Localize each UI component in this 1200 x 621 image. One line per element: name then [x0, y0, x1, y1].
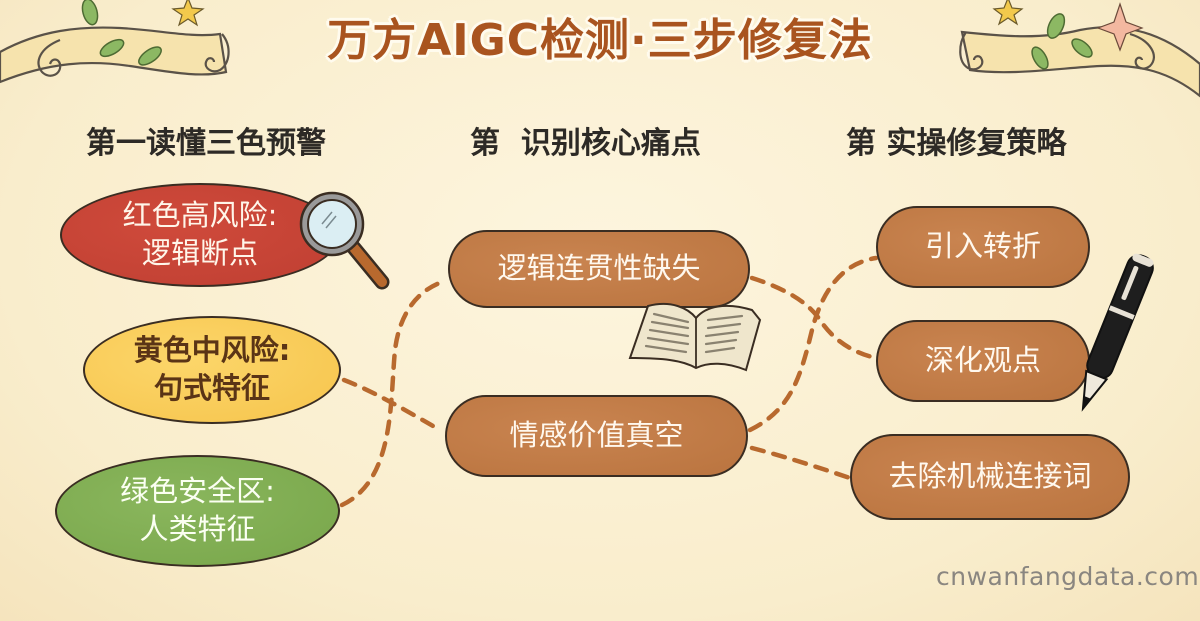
step-1-heading: 第一读懂三色预警 — [86, 126, 326, 161]
step-3-heading: 第 实操修复策略 — [846, 126, 1067, 161]
node-line-2: 逻辑断点 — [141, 236, 258, 270]
node-label: 情感价值真空 — [509, 418, 684, 453]
node-line-2: 句式特征 — [153, 371, 270, 405]
connector-green-to-logic — [339, 279, 445, 508]
watermark-text: cnwanfangdata.com — [936, 562, 1200, 591]
green-safe-zone-node: 绿色安全区: 人类特征 — [55, 455, 340, 567]
logic-coherence-missing-node: 逻辑连贯性缺失 — [448, 230, 750, 308]
fountain-pen-icon — [1081, 253, 1154, 412]
yellow-medium-risk-node: 黄色中风险: 句式特征 — [83, 316, 341, 424]
node-line-1: 绿色安全区: — [120, 474, 275, 509]
deepen-viewpoint-node: 深化观点 — [876, 320, 1090, 402]
connector-logic-to-deepen — [749, 275, 879, 361]
page-title: 万方AIGC检测·三步修复法 — [327, 15, 873, 66]
open-book-icon — [628, 302, 762, 372]
sparkle-star-icon — [1096, 2, 1144, 52]
emotional-value-vacuum-node: 情感价值真空 — [445, 395, 748, 477]
node-line-2: 人类特征 — [139, 512, 256, 546]
node-label: 深化观点 — [924, 343, 1041, 378]
introduce-turn-node: 引入转折 — [876, 206, 1090, 288]
star-icon — [171, 0, 205, 27]
remove-mechanical-connectors-node: 去除机械连接词 — [850, 434, 1130, 520]
node-line-1: 黄色中风险: — [133, 333, 291, 368]
leaf-icon — [1031, 13, 1093, 70]
node-label: 去除机械连接词 — [888, 459, 1092, 494]
node-label: 引入转折 — [924, 229, 1041, 264]
step-2-heading: 第 识别核心痛点 — [470, 126, 701, 161]
star-icon — [992, 0, 1024, 26]
leaf-icon — [81, 0, 162, 66]
node-label: 逻辑连贯性缺失 — [497, 251, 701, 286]
red-high-risk-node: 红色高风险: 逻辑断点 — [60, 183, 340, 287]
connector-emotion-to-remove — [749, 445, 853, 481]
connector-emotion-to-turn — [747, 255, 879, 433]
node-line-1: 红色高风险: — [122, 198, 278, 233]
magnifying-glass-icon — [299, 191, 390, 290]
